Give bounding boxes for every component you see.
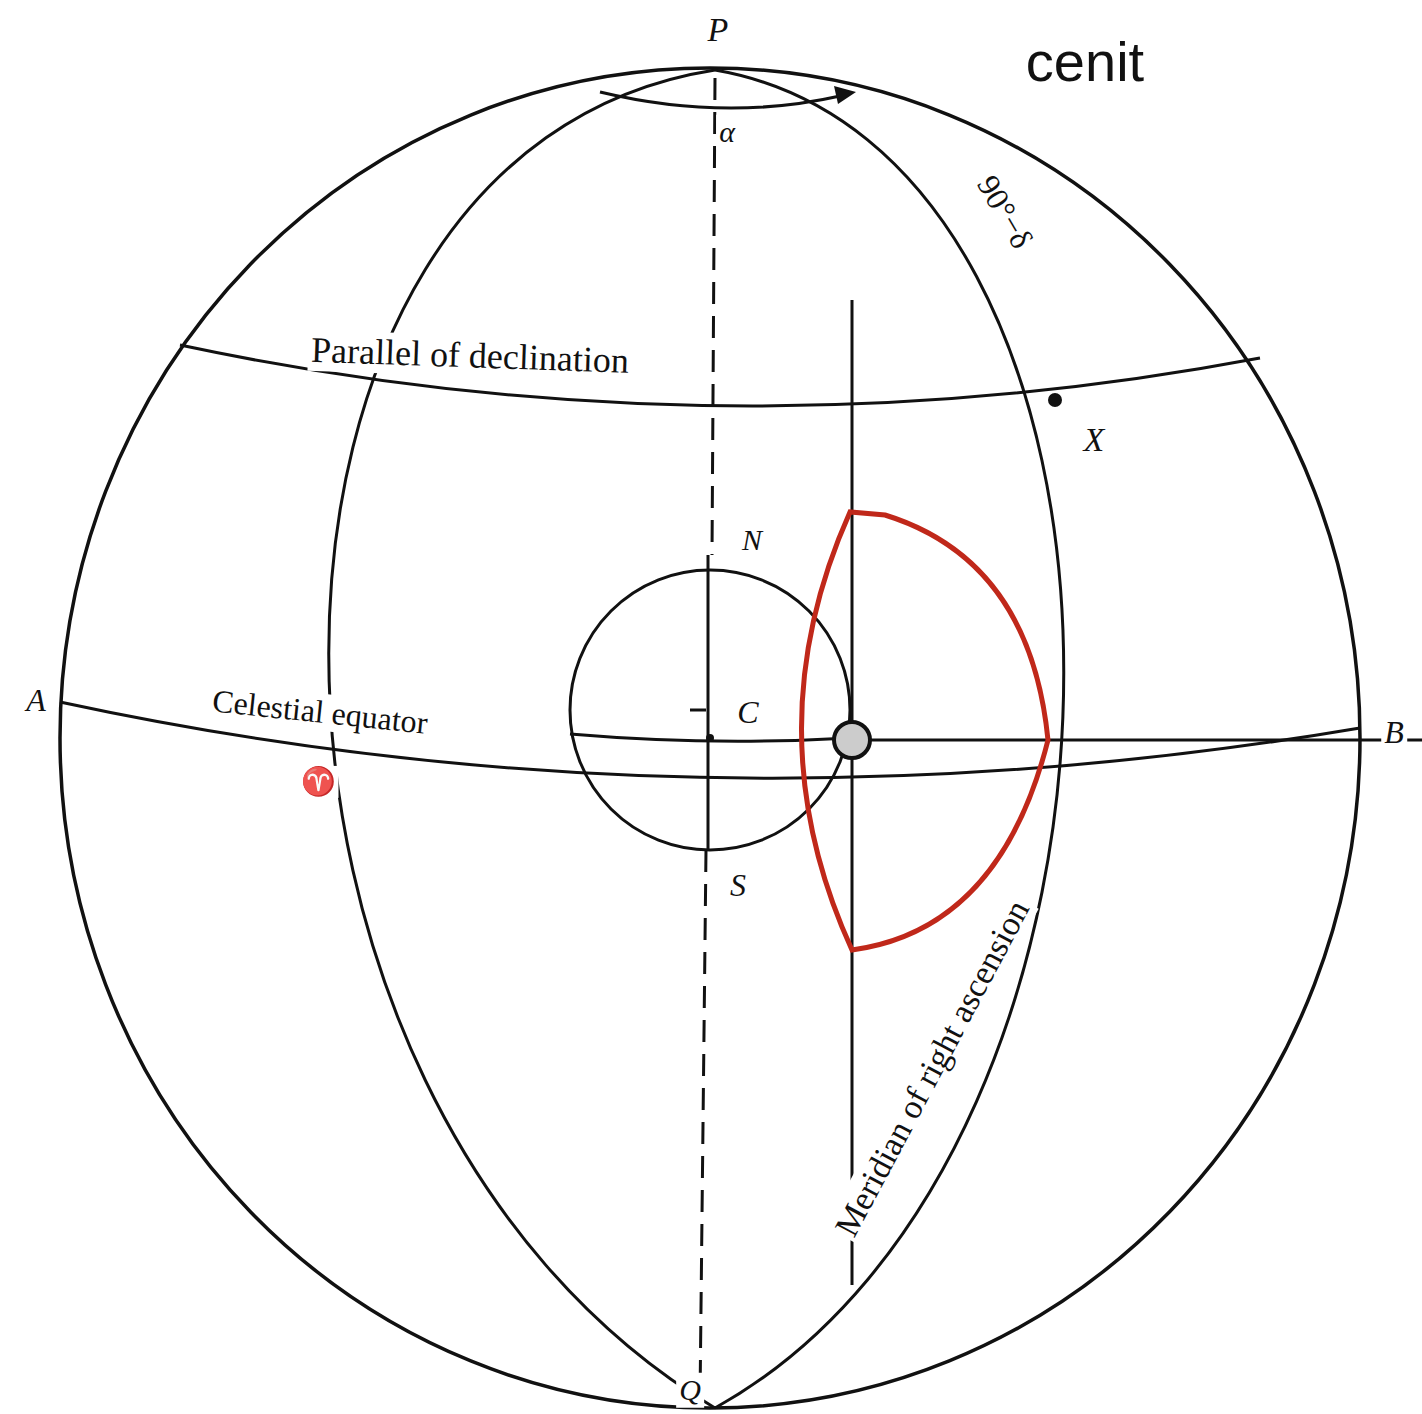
circle-label: Parallel of declination: [307, 330, 632, 383]
centre-tick: [690, 709, 706, 712]
centre-dot: [706, 734, 714, 742]
star-point: [1048, 393, 1062, 407]
pole-label: P: [705, 10, 732, 49]
point-label: X: [1081, 420, 1108, 459]
polar-axis: [712, 78, 715, 555]
rotation-arrow: [600, 92, 840, 108]
point-label: C: [734, 694, 761, 731]
symbol-label: ♈: [298, 766, 339, 798]
point-label: A: [23, 682, 49, 719]
celestial-sphere-outline: [60, 68, 1360, 1408]
circle-label: Celestial equator: [208, 682, 433, 742]
arrow-head: [834, 86, 856, 104]
red-wedge: [801, 512, 1048, 950]
observer-marker: [834, 722, 870, 758]
axis-line: [852, 739, 1422, 742]
pole-label: Q: [676, 1373, 704, 1408]
axis-line: [851, 300, 854, 1285]
zenith-label: cenit: [1023, 30, 1147, 94]
angle-label: α: [716, 115, 738, 150]
point-label: B: [1381, 714, 1407, 751]
point-label: N: [739, 523, 765, 558]
polar-axis: [700, 850, 706, 1400]
arc-label: 90°−δ: [968, 166, 1042, 257]
earth-equator: [570, 734, 850, 741]
point-label: S: [727, 867, 749, 904]
meridian-label: Meridian of right ascension: [825, 891, 1038, 1246]
earth-axis: [707, 555, 710, 850]
